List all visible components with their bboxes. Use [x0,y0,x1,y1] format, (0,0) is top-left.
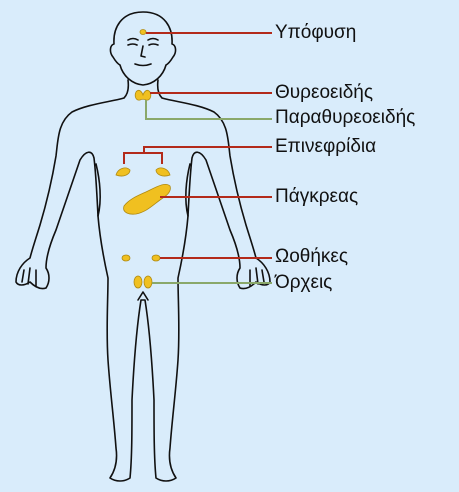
adrenal-right [156,168,170,176]
thyroid-gland [135,90,151,100]
label-testes: Όρχεις [275,272,332,294]
pituitary-gland [140,30,146,35]
leader-lines [124,33,272,283]
ovary-right [152,255,160,261]
label-parathyroid: Παραθυρεοειδής [275,107,415,129]
label-adrenals: Επινεφρίδια [275,136,376,158]
adrenal-left [116,168,130,176]
label-pancreas: Πάγκρεας [275,186,358,208]
testis-right [144,276,152,288]
label-pituitary: Υπόφυση [275,22,356,44]
label-thyroid: Θυρεοειδής [275,82,373,104]
pancreas-gland [124,184,171,214]
body-silhouette [16,80,270,481]
ovary-left [122,255,130,261]
testis-left [134,276,142,288]
leader-adrenals [124,147,272,164]
human-body-outline [16,12,270,481]
label-ovaries: Ωοθήκες [275,246,348,268]
